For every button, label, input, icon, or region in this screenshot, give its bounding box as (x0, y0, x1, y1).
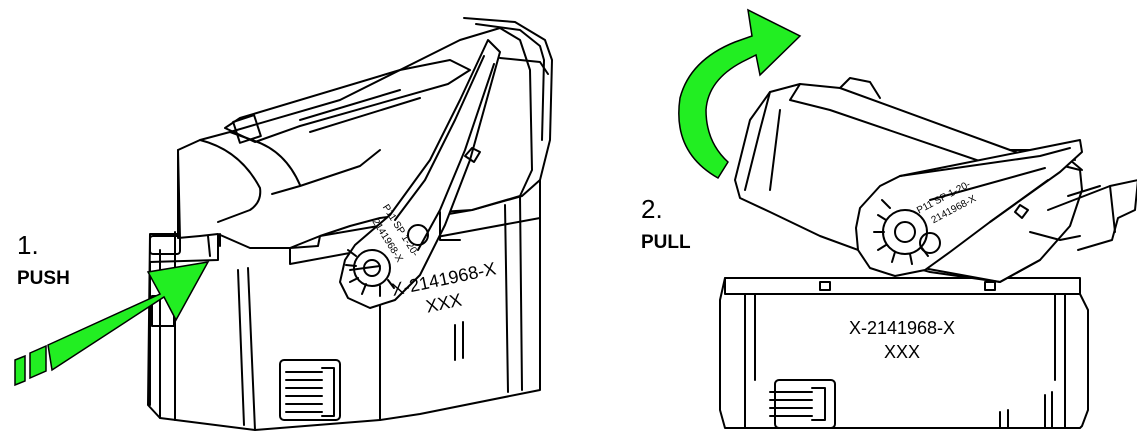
right-part-number: X-2141968-X (849, 318, 955, 338)
step2-label: PULL (641, 232, 691, 253)
step2-number: 2. (641, 194, 663, 224)
right-code: XXX (884, 342, 920, 362)
right-housing (719, 277, 1089, 429)
step1-label: PUSH (17, 268, 70, 289)
left-connector (147, 17, 553, 431)
step1-number: 1. (17, 230, 39, 260)
right-connector (719, 77, 1137, 429)
push-arrow (14, 261, 210, 387)
left-latch-window (279, 359, 341, 421)
right-latch-window (774, 379, 836, 429)
pull-arrow (678, 8, 802, 180)
